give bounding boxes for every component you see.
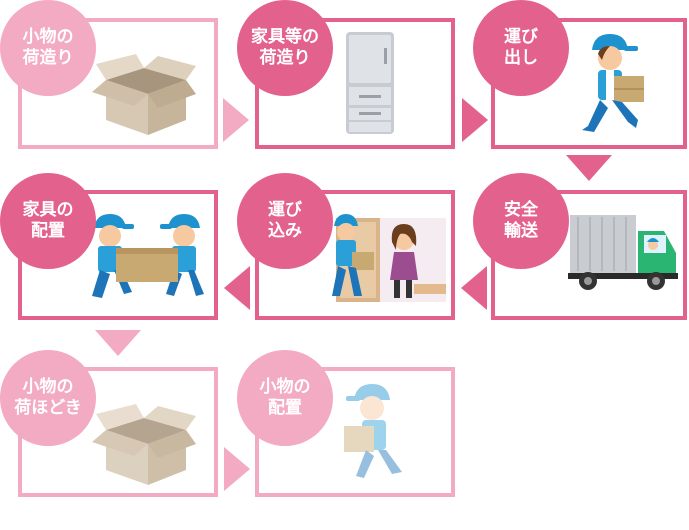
step-label-line2: 込み	[268, 221, 302, 241]
mover-carrying-box-icon	[344, 384, 402, 478]
delivery-truck-icon	[568, 215, 678, 290]
step-label-line2: 輸送	[504, 221, 538, 241]
step-label-line1: 家具の	[22, 200, 74, 220]
arrow-left-icon	[461, 266, 487, 310]
step-label-line2: 荷造り	[259, 48, 311, 68]
step-label-line1: 小物の	[22, 377, 74, 397]
step-5-label: 運び 込み	[237, 173, 333, 269]
arrow-down-icon	[566, 155, 612, 181]
two-movers-carrying-furniture-icon	[92, 214, 204, 298]
step-8-label: 小物の 配置	[237, 350, 333, 446]
step-7-label: 小物の 荷ほどき	[0, 350, 96, 446]
arrow-left-icon	[224, 266, 250, 310]
mover-carrying-box-icon	[582, 34, 644, 132]
cardboard-box-icon	[92, 54, 196, 135]
arrow-right-icon	[462, 98, 488, 142]
step-label-line1: 家具等の	[251, 27, 319, 47]
step-label-line1: 安全	[504, 200, 538, 220]
arrow-down-icon	[95, 330, 141, 356]
step-label-line1: 運び	[268, 200, 302, 220]
step-3-label: 運び 出し	[473, 0, 569, 96]
refrigerator-icon	[346, 32, 394, 134]
cardboard-box-icon	[92, 404, 196, 485]
arrow-right-icon	[224, 447, 250, 491]
step-label-line2: 配置	[31, 221, 65, 241]
step-6-label: 家具の 配置	[0, 173, 96, 269]
step-label-line2: 出し	[504, 48, 538, 68]
mover-entering-house-icon	[332, 214, 446, 302]
step-label-line1: 小物の	[22, 27, 74, 47]
step-label-line2: 荷ほどき	[14, 398, 82, 418]
arrow-right-icon	[223, 98, 249, 142]
step-label-line2: 配置	[268, 398, 302, 418]
step-label-line2: 荷造り	[22, 48, 74, 68]
step-label-line1: 小物の	[259, 377, 311, 397]
step-label-line1: 運び	[504, 27, 538, 47]
step-2-label: 家具等の 荷造り	[237, 0, 333, 96]
step-4-label: 安全 輸送	[473, 173, 569, 269]
step-1-label: 小物の 荷造り	[0, 0, 96, 96]
